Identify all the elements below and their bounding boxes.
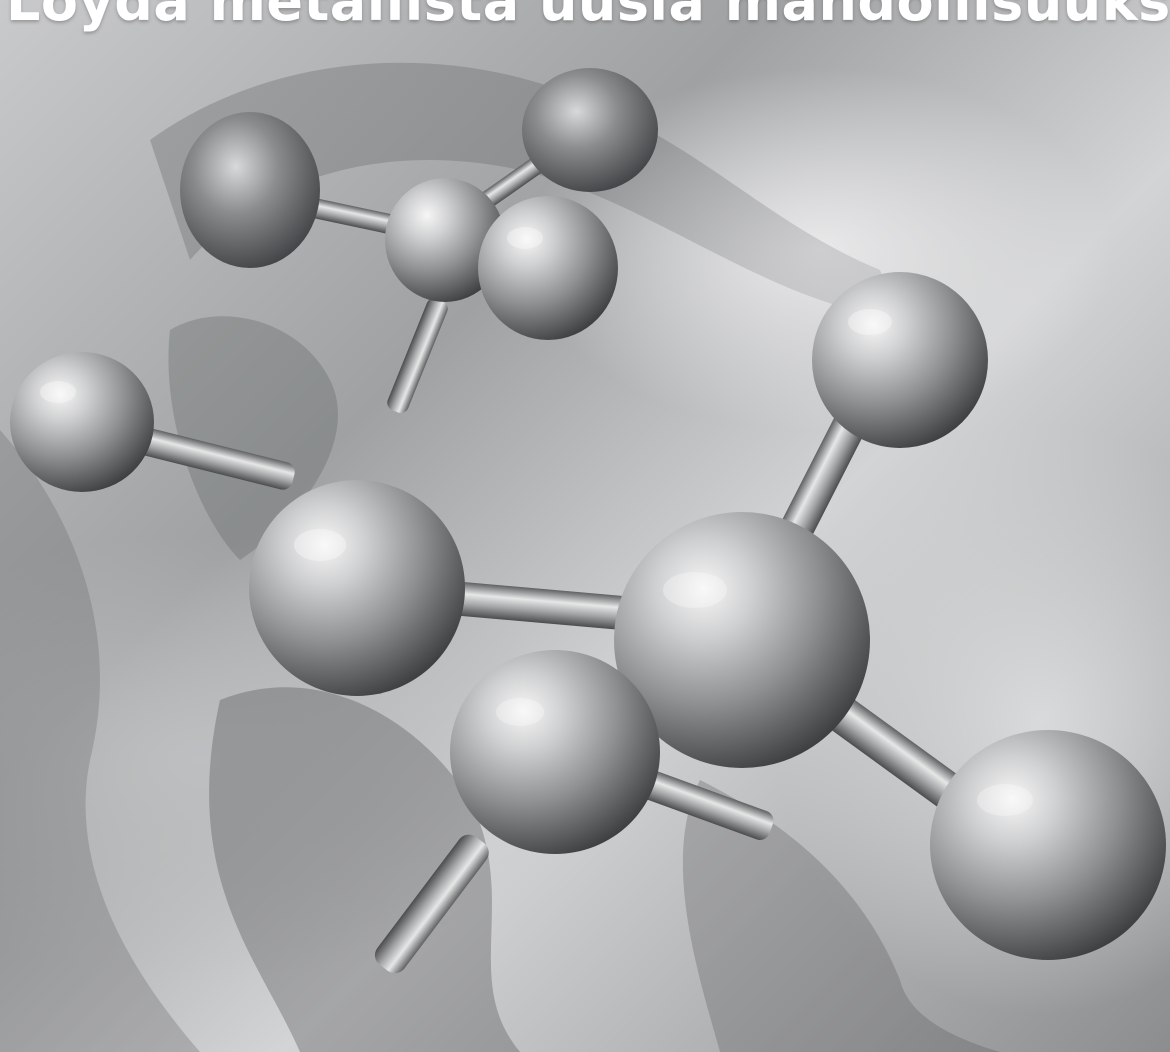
molecule-atoms-back [10, 68, 988, 492]
specular-highlights [40, 227, 1033, 816]
background-fold [209, 687, 520, 1052]
background-fold [682, 780, 1000, 1052]
background-fold [0, 430, 200, 1052]
headline-text: Löydä metallista uusia mahdollisuuksia. [6, 0, 1170, 33]
background-fold [150, 62, 900, 321]
background-fold [168, 316, 338, 560]
molecule-atoms-front [249, 480, 1166, 960]
